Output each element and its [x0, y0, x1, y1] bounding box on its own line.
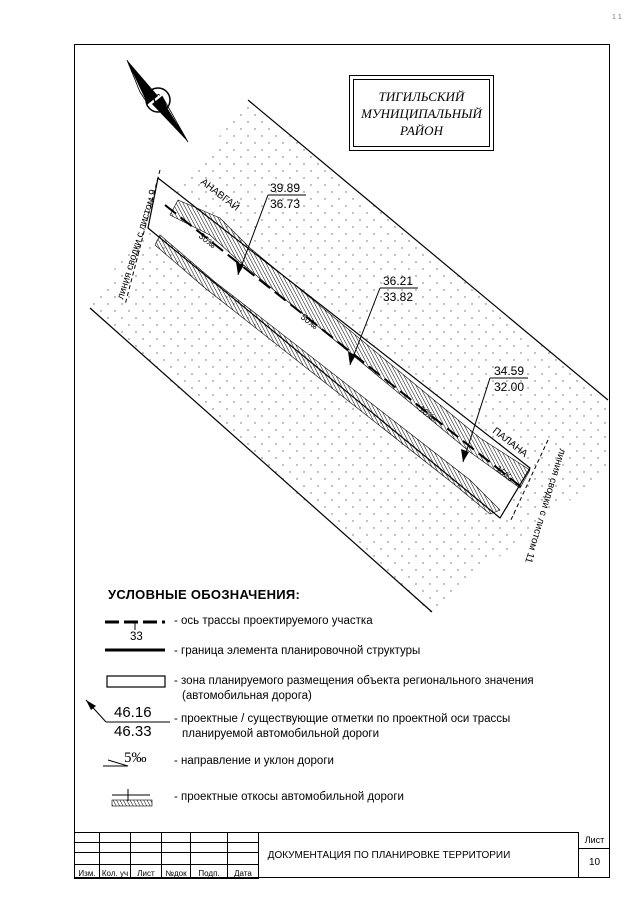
legend-elevation-symbol — [85, 699, 170, 723]
legend-axis-symbol — [105, 620, 165, 630]
legend-axis-text: - ось трассы проектируемого участка — [174, 615, 373, 627]
region-line-2: МУНИЦИПАЛЬНЫЙ — [361, 105, 482, 121]
region-line-3: РАЙОН — [400, 122, 443, 138]
corner-mark: 1 1 — [612, 14, 622, 21]
title-block: Изм. Кол. уч Лист №док Подп. Дата — [74, 832, 610, 879]
legend-elev-text-1: - проектные / существующие отметки по пр… — [174, 713, 511, 725]
svg-text:36.21: 36.21 — [383, 274, 413, 288]
legend-elev-text-2: планируемой автомобильной дороги — [182, 728, 379, 740]
link-line-left — [124, 169, 161, 306]
legend-slope-sample: 5‰ — [124, 750, 147, 766]
stamp-header-list: Лист — [130, 864, 162, 879]
stamp-header-ndok: №док — [161, 864, 191, 879]
stamp-header-kol: Кол. уч — [99, 864, 131, 879]
legend-zone-symbol — [106, 675, 166, 688]
legend-border-text: - граница элемента планировочной структу… — [174, 645, 421, 657]
territory-border-top — [247, 99, 609, 401]
svg-text:36.73: 36.73 — [270, 197, 300, 211]
svg-text:33.82: 33.82 — [383, 290, 413, 304]
sheet-label: Лист — [579, 832, 610, 849]
legend-axis-number: 33 — [130, 631, 143, 643]
embankment-top — [169, 199, 531, 489]
sheet-number: 10 — [588, 857, 601, 868]
stamp-header-data: Дата — [227, 864, 259, 879]
elevation-callout-3: 34.59 32.00 — [461, 364, 528, 463]
stamp-header-izm: Изм. — [74, 864, 100, 879]
region-label-box: ТИГИЛЬСКИЙ МУНИЦИПАЛЬНЫЙ РАЙОН — [349, 75, 494, 151]
legend-elev-bottom: 46.33 — [114, 723, 152, 740]
region-line-1: ТИГИЛЬСКИЙ — [378, 88, 465, 104]
legend-embankment-text: - проектные откосы автомобильной дороги — [174, 791, 404, 803]
stamp-header-podp: Подп. — [190, 864, 228, 879]
sheet-number-box: Лист 10 — [578, 832, 610, 878]
legend-embankment-symbol — [111, 789, 153, 807]
legend-slope-symbol — [103, 759, 129, 767]
revision-table: Изм. Кол. уч Лист №док Подп. Дата — [74, 832, 259, 879]
north-arrow-icon: С — [126, 59, 189, 143]
elevation-callout-1: 39.89 36.73 — [236, 181, 306, 276]
svg-text:39.89: 39.89 — [270, 181, 300, 195]
legend-zone-text-2: (автомобильная дорога) — [182, 690, 312, 702]
legend-elev-top: 46.16 — [114, 704, 152, 721]
territory-border-bottom — [89, 307, 433, 613]
embankment-bottom — [154, 234, 501, 515]
legend-slope-text: - направление и уклон дороги — [174, 755, 334, 767]
svg-text:34.59: 34.59 — [494, 364, 524, 378]
road-axis — [164, 204, 526, 491]
link-line-right — [509, 439, 549, 523]
document-title: ДОКУМЕНТАЦИЯ ПО ПЛАНИРОВКЕ ТЕРРИТОРИИ — [200, 832, 578, 878]
svg-text:32.00: 32.00 — [494, 380, 524, 394]
legend-title: УСЛОВНЫЕ ОБОЗНАЧЕНИЯ: — [108, 587, 301, 602]
legend-zone-text-1: - зона планируемого размещения объекта р… — [174, 675, 534, 687]
drawing-frame — [74, 44, 610, 878]
elevation-callout-2: 36.21 33.82 — [348, 274, 418, 366]
